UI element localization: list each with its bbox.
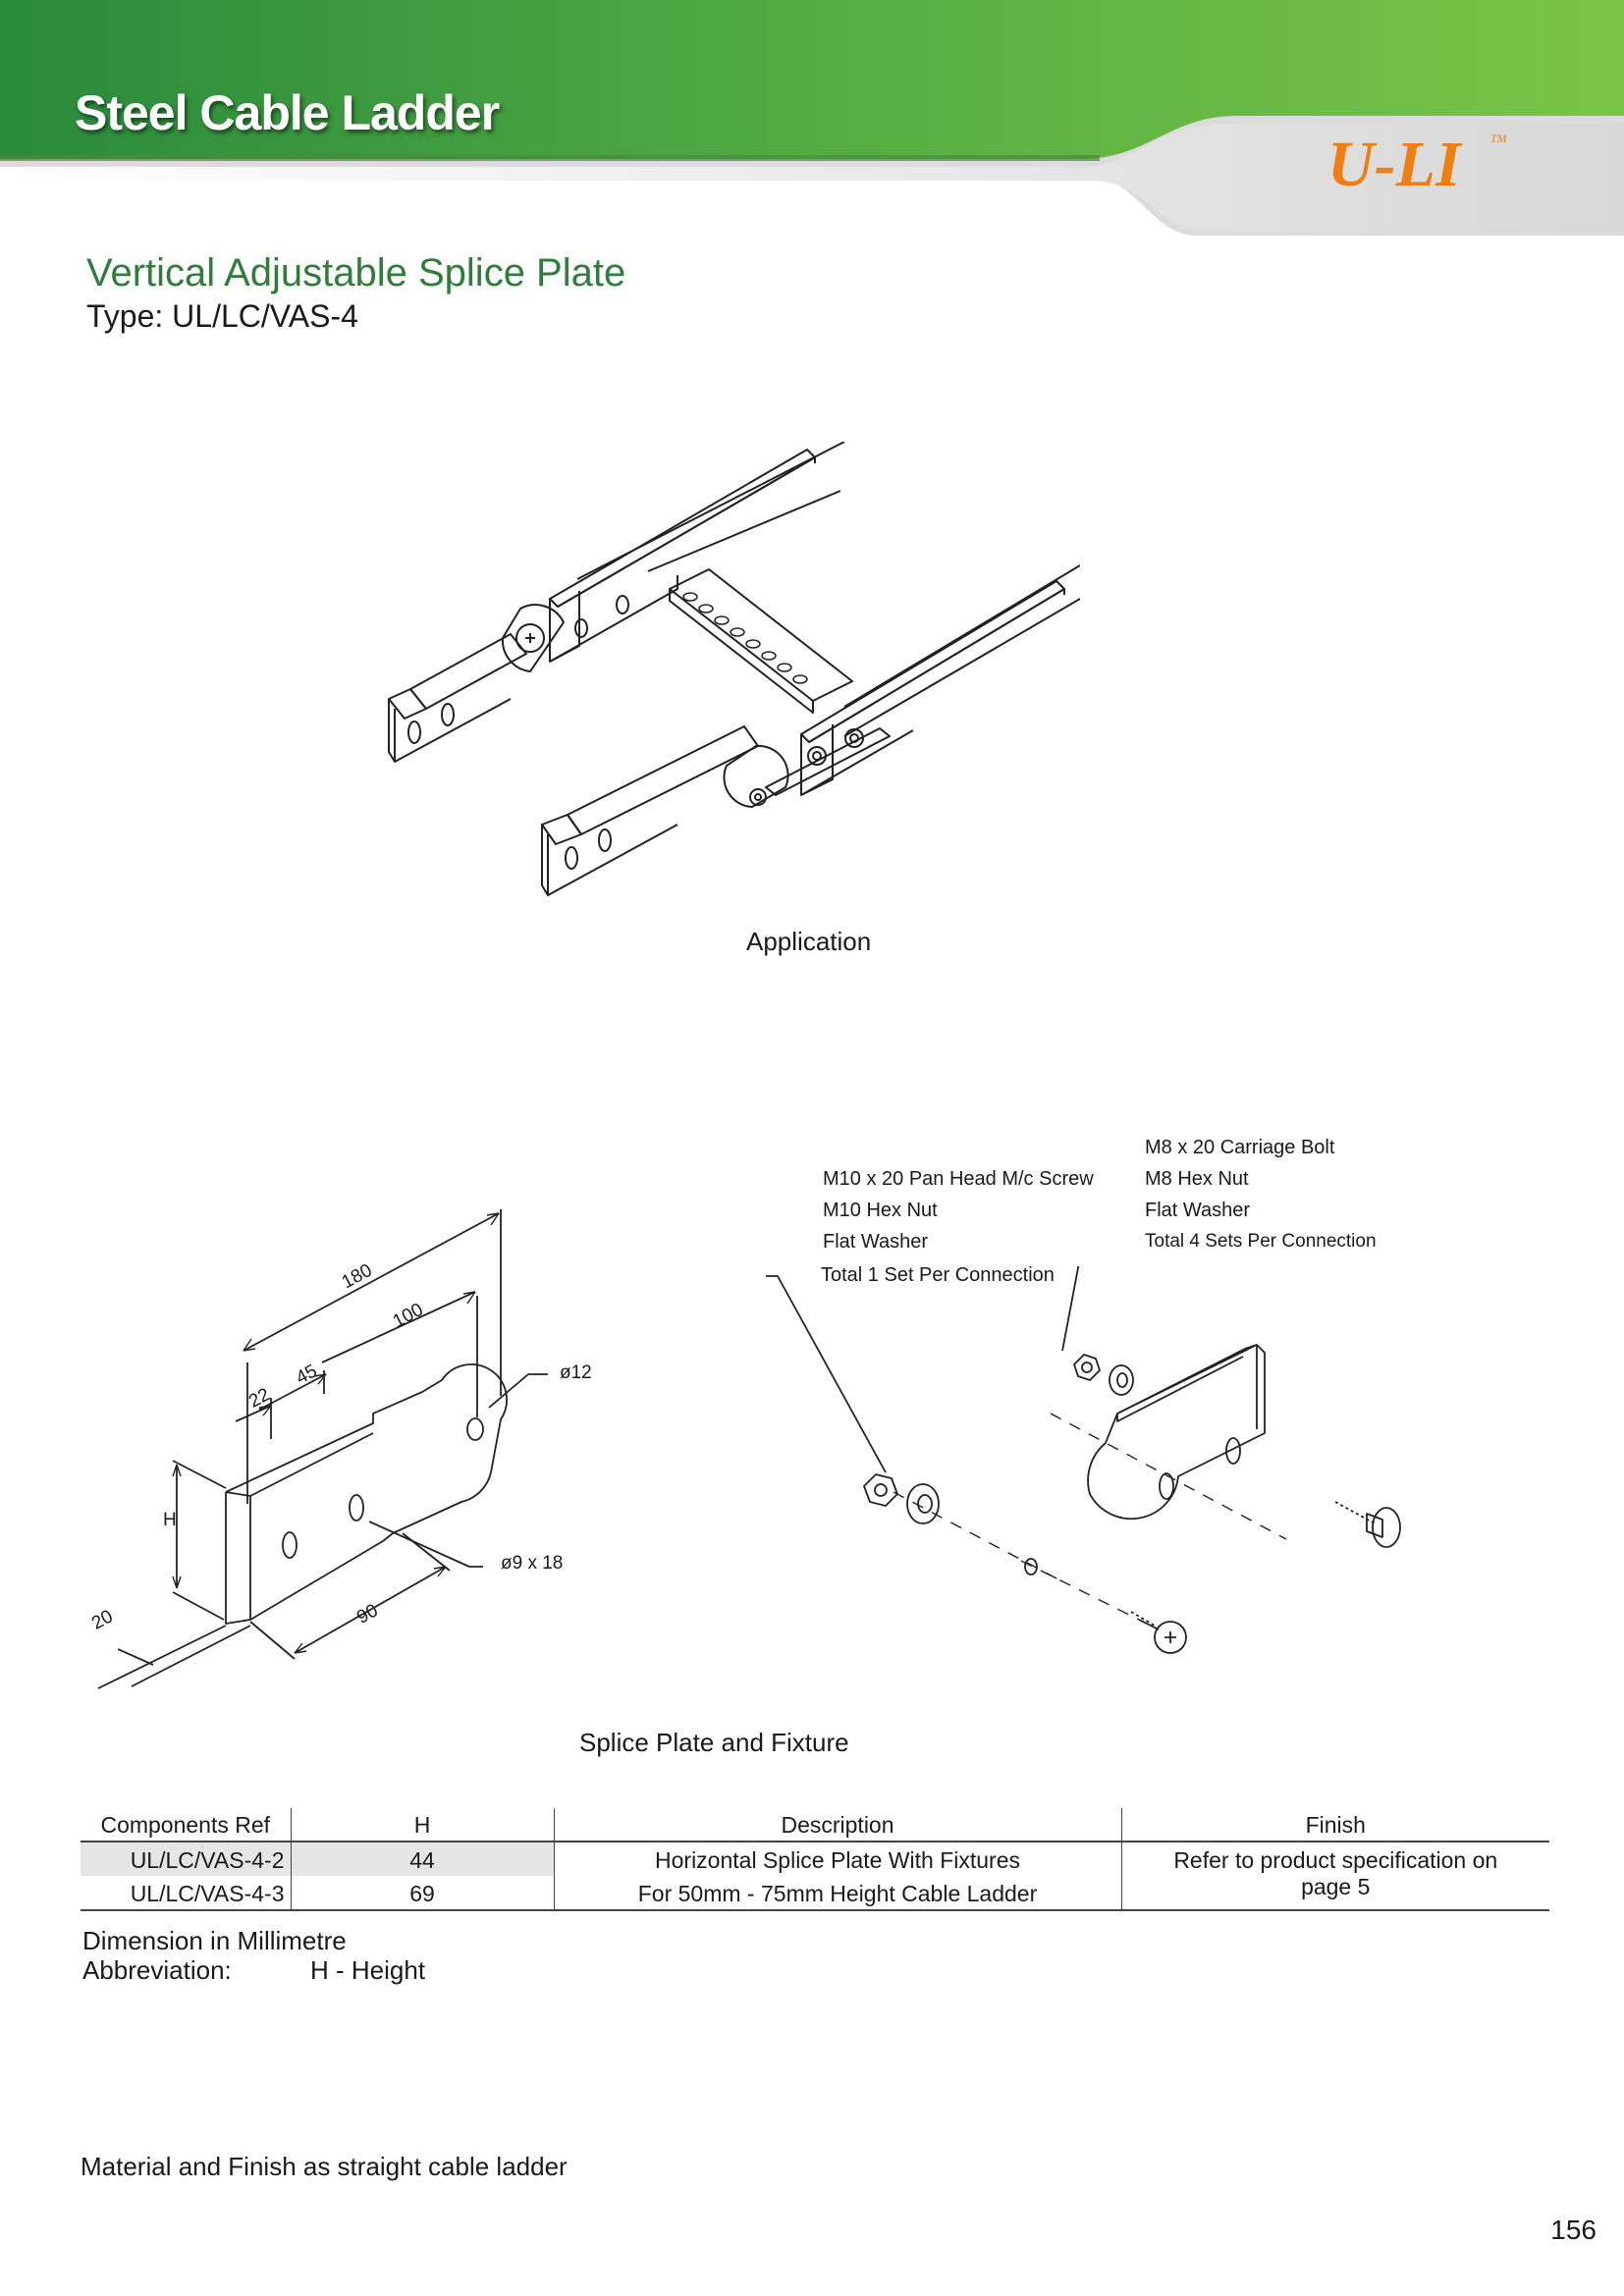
finish-cell: Refer to product specification on page 5 [1121, 1842, 1549, 1911]
fixture-caption: Splice Plate and Fixture [579, 1728, 849, 1757]
brand-logo: U-LI [1327, 129, 1461, 200]
dimension-note: Dimension in Millimetre [82, 1926, 347, 1955]
finish-line-2: page 5 [1301, 1874, 1371, 1899]
description-line-1: Horizontal Splice Plate With Fixtures [554, 1842, 1122, 1876]
bolt-set-line-2: M8 Hex Nut [1145, 1168, 1249, 1190]
application-drawing [388, 442, 1080, 896]
table-row: UL/LC/VAS-4-3 69 For 50mm - 75mm Height … [81, 1876, 1549, 1911]
column-header-h: H [291, 1808, 555, 1842]
screw-set-line-4: Total 1 Set Per Connection [821, 1264, 1055, 1286]
component-ref: UL/LC/VAS-4-2 [81, 1842, 292, 1876]
slot-size-label: ø9 x 18 [501, 1553, 564, 1574]
application-caption: Application [746, 927, 872, 956]
fixture-exploded-drawing [766, 1266, 1401, 1654]
height-label: H [163, 1510, 177, 1530]
header-banner [0, 0, 1624, 236]
column-header-ref: Components Ref [81, 1808, 292, 1842]
bolt-set-line-3: Flat Washer [1145, 1200, 1251, 1221]
component-ref: UL/LC/VAS-4-3 [81, 1876, 292, 1911]
bolt-set-line-4: Total 4 Sets Per Connection [1145, 1231, 1377, 1252]
abbreviation-label: Abbreviation: [82, 1955, 232, 1985]
spec-table: Components Ref H Description Finish UL/L… [81, 1808, 1549, 1911]
screw-set-line-1: M10 x 20 Pan Head M/c Screw [823, 1168, 1094, 1190]
component-height: 44 [291, 1842, 555, 1876]
screw-set-line-3: Flat Washer [823, 1231, 929, 1253]
splice-plate-dimension-drawing [97, 1209, 548, 1689]
product-title: Vertical Adjustable Splice Plate [86, 251, 626, 294]
material-note: Material and Finish as straight cable la… [81, 2152, 568, 2181]
header-title: Steel Cable Ladder [75, 85, 500, 140]
table-row: UL/LC/VAS-4-2 44 Horizontal Splice Plate… [81, 1842, 1549, 1911]
bolt-set-line-1: M8 x 20 Carriage Bolt [1145, 1137, 1335, 1158]
trademark-mark: TM [1490, 132, 1507, 145]
product-type: Type: UL/LC/VAS-4 [86, 298, 358, 334]
column-header-description: Description [554, 1808, 1122, 1842]
description-line-2: For 50mm - 75mm Height Cable Ladder [554, 1876, 1122, 1911]
hole-diameter-label: ø12 [560, 1362, 592, 1383]
table-header-row: Components Ref H Description Finish [81, 1808, 1549, 1842]
page-number: 156 [1550, 2215, 1597, 2245]
finish-line-1: Refer to product specification on [1173, 1847, 1498, 1873]
screw-set-line-2: M10 Hex Nut [823, 1200, 938, 1221]
component-height: 69 [291, 1876, 555, 1911]
column-header-finish: Finish [1121, 1808, 1549, 1842]
abbreviation-value: H - Height [310, 1955, 426, 1985]
